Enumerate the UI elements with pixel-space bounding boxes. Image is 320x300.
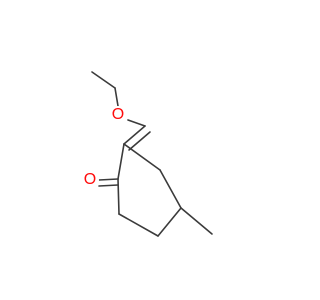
bond-ring-methyl (180, 207, 213, 235)
ketone-oxygen-label: O (84, 171, 96, 188)
ring-bond-c2-c3 (123, 143, 161, 171)
ether-oxygen-background (109, 106, 127, 124)
bond-ch2-oxygen (114, 87, 119, 107)
molecule-diagram: O O (81, 71, 213, 237)
ketone-oxygen-background (81, 171, 99, 189)
bond-carbonyl (98, 178, 119, 181)
ring-bond-c3-c4 (159, 169, 182, 209)
ether-oxygen-label: O (112, 106, 124, 123)
bond-methine-ring-carbon (123, 125, 146, 145)
ring-bond-c4-c5 (157, 207, 182, 237)
bond-ch3-ch2 (91, 71, 116, 89)
bond-carbonyl-double (98, 184, 119, 187)
structure-canvas: O O (81, 71, 213, 237)
ring-bond-c1-c2 (117, 143, 125, 180)
bond-methine-ring-carbon-double (128, 131, 151, 151)
bond-oxygen-methine (127, 119, 146, 127)
ring-bond-c5-c6 (118, 213, 159, 237)
